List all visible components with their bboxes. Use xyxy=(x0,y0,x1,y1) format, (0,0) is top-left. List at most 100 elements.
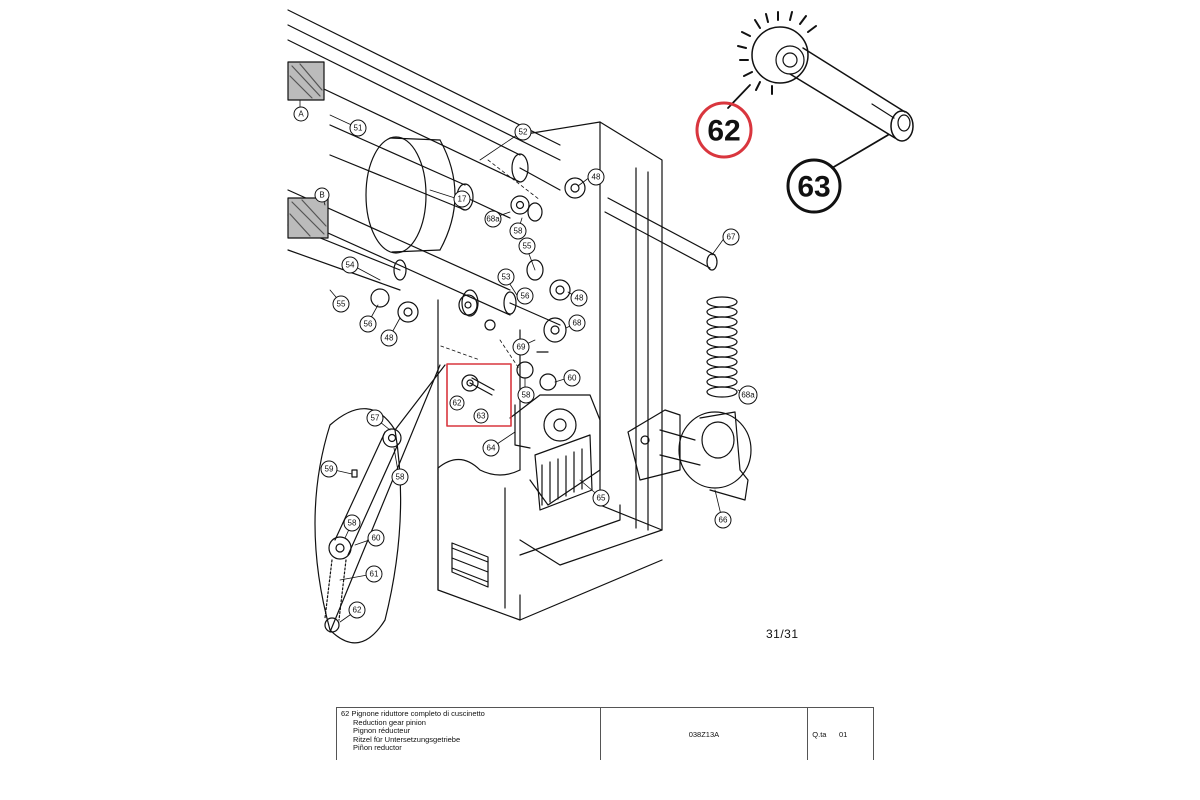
svg-text:54: 54 xyxy=(346,261,355,270)
roller-54 xyxy=(287,189,561,326)
callout-64: 64 xyxy=(482,439,500,457)
quantity-label: Q.ta xyxy=(812,729,827,739)
description-line: Reduction gear pinion xyxy=(353,717,426,727)
callout-65: 65 xyxy=(592,489,610,507)
svg-text:68a: 68a xyxy=(486,215,500,224)
small-pinion-62 xyxy=(461,374,495,396)
svg-text:B: B xyxy=(319,191,324,200)
spring-68a xyxy=(706,296,738,398)
svg-text:52: 52 xyxy=(519,128,528,137)
callout-62: 62 xyxy=(348,601,366,619)
callout-A: A xyxy=(293,106,309,122)
svg-text:48: 48 xyxy=(575,294,584,303)
callout-56: 56 xyxy=(359,315,377,333)
enlarged-part-detail xyxy=(695,11,914,214)
pinion-gear-62-icon xyxy=(737,11,817,95)
description-line: Piñon reductor xyxy=(353,743,402,753)
ring-cylinder xyxy=(365,136,456,254)
svg-text:51: 51 xyxy=(354,124,363,133)
callout-67: 67 xyxy=(722,228,740,246)
svg-text:17: 17 xyxy=(458,195,467,204)
shaft-63-icon xyxy=(789,47,914,142)
description-line: Ritzel für Untersetzungsgetriebe xyxy=(353,734,461,744)
description-line: Pignon réducteur xyxy=(353,726,411,736)
callout-66: 66 xyxy=(714,511,732,529)
svg-text:68a: 68a xyxy=(741,391,755,400)
svg-text:60: 60 xyxy=(568,374,577,383)
svg-text:68: 68 xyxy=(573,319,582,328)
svg-text:61: 61 xyxy=(370,570,379,579)
callout-B: B xyxy=(314,187,330,203)
callout-53: 53 xyxy=(497,268,515,286)
svg-text:65: 65 xyxy=(597,494,606,503)
svg-text:55: 55 xyxy=(337,300,346,309)
svg-text:58: 58 xyxy=(348,519,357,528)
svg-text:69: 69 xyxy=(517,343,526,352)
callout-62-highlight-circle xyxy=(695,101,753,159)
machine-cabinet xyxy=(437,121,663,621)
table-row: 62 Pignone riduttore completo di cuscine… xyxy=(336,707,874,760)
exploded-parts-diagram: 51 52 48 17 68a 58 55 67 54 53 56 48 55 … xyxy=(287,9,914,644)
svg-text:59: 59 xyxy=(325,465,334,474)
callout-58: 58 xyxy=(517,386,535,404)
page-number: 31/31 xyxy=(766,627,799,641)
svg-text:62: 62 xyxy=(353,606,362,615)
detail-callout-62: 62 xyxy=(707,115,740,148)
roller-51 xyxy=(287,9,561,191)
callout-55: 55 xyxy=(518,237,536,255)
callout-58: 58 xyxy=(343,514,361,532)
callout-markers: 51 52 48 17 68a 58 55 67 54 53 56 48 55 … xyxy=(293,106,758,619)
svg-text:A: A xyxy=(298,110,304,119)
quantity-cell: Q.ta 01 xyxy=(807,707,874,760)
cropped-row-edge xyxy=(336,760,874,764)
motor-assembly xyxy=(509,394,601,511)
svg-text:56: 56 xyxy=(364,320,373,329)
callout-61: 61 xyxy=(365,565,383,583)
callout-57: 57 xyxy=(366,409,384,427)
blower-66 xyxy=(627,409,752,501)
callout-55: 55 xyxy=(332,295,350,313)
callout-48: 48 xyxy=(570,289,588,307)
callout-60: 60 xyxy=(367,529,385,547)
bearings xyxy=(370,177,586,391)
svg-text:55: 55 xyxy=(523,242,532,251)
svg-text:60: 60 xyxy=(372,534,381,543)
detail-callout-63: 63 xyxy=(797,171,830,204)
part-code-cell: 038Z13A xyxy=(599,707,809,760)
callout-56: 56 xyxy=(516,287,534,305)
chain-detail-circle xyxy=(314,364,446,644)
callout-51: 51 xyxy=(349,119,367,137)
svg-text:64: 64 xyxy=(487,444,496,453)
description-line: 62 Pignone riduttore completo di cuscine… xyxy=(341,709,485,718)
svg-text:48: 48 xyxy=(592,173,601,182)
callout-48: 48 xyxy=(380,329,398,347)
callout-60: 60 xyxy=(563,369,581,387)
callout-58: 58 xyxy=(509,222,527,240)
shaft-67 xyxy=(604,197,718,271)
callout-62: 62 xyxy=(449,395,465,411)
svg-text:66: 66 xyxy=(719,516,728,525)
callout-17: 17 xyxy=(453,190,471,208)
callout-54: 54 xyxy=(341,256,359,274)
svg-text:57: 57 xyxy=(371,414,380,423)
callout-68a: 68a xyxy=(484,210,502,228)
svg-text:67: 67 xyxy=(727,233,736,242)
svg-text:58: 58 xyxy=(514,227,523,236)
callout-68: 68 xyxy=(568,314,586,332)
callout-58: 58 xyxy=(391,468,409,486)
svg-text:48: 48 xyxy=(385,334,394,343)
svg-text:58: 58 xyxy=(522,391,531,400)
svg-text:58: 58 xyxy=(396,473,405,482)
callout-63: 63 xyxy=(473,408,489,424)
callout-52: 52 xyxy=(514,123,532,141)
svg-text:62: 62 xyxy=(453,399,462,408)
svg-text:63: 63 xyxy=(477,412,486,421)
svg-text:53: 53 xyxy=(502,273,511,282)
dashed-leaders xyxy=(437,159,541,371)
callout-59: 59 xyxy=(320,460,338,478)
callout-69: 69 xyxy=(512,338,530,356)
parts-table: 62 Pignone riduttore completo di cuscine… xyxy=(336,707,874,760)
description-cell: 62 Pignone riduttore completo di cuscine… xyxy=(336,707,601,760)
quantity-value: 01 xyxy=(839,729,848,739)
callout-48: 48 xyxy=(587,168,605,186)
